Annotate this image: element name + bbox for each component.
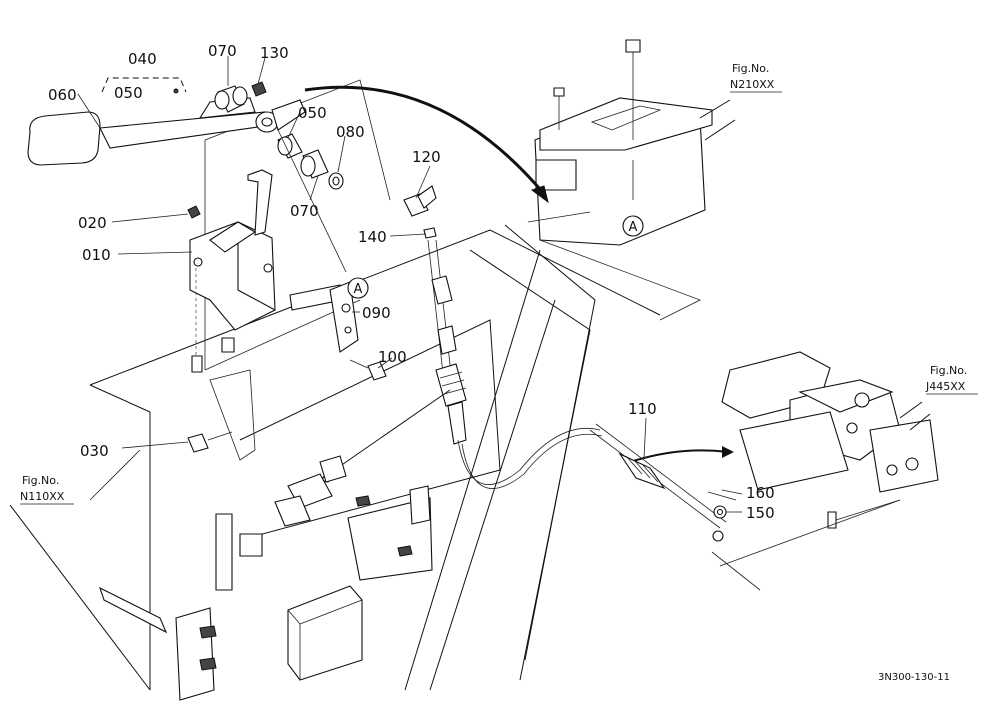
box-lower bbox=[287, 585, 363, 681]
nut-020 bbox=[187, 205, 201, 219]
chassis-outline bbox=[9, 79, 701, 691]
bushings-top bbox=[214, 81, 347, 273]
bolts bbox=[187, 359, 387, 453]
console-n210 bbox=[527, 39, 736, 246]
part-label-050a: 050 bbox=[114, 84, 143, 102]
part-label-030: 030 bbox=[80, 442, 109, 460]
part-label-060: 060 bbox=[48, 86, 77, 104]
part-label-150: 150 bbox=[746, 504, 775, 522]
part-label-120: 120 bbox=[412, 148, 441, 166]
cable-assembly bbox=[318, 185, 603, 489]
valve-block-j445 bbox=[719, 351, 939, 567]
figure-ref-j445: Fig.No. J445XX bbox=[925, 364, 978, 395]
cable-110 bbox=[589, 423, 761, 591]
part-label-070a: 070 bbox=[208, 42, 237, 60]
bracket-010 bbox=[187, 169, 359, 373]
bracket-upright bbox=[247, 169, 273, 236]
ref-mark-a-left: A bbox=[347, 277, 369, 299]
cable-run bbox=[457, 428, 601, 485]
part-label-040: 040 bbox=[128, 50, 157, 68]
part-label-020: 020 bbox=[78, 214, 107, 232]
part-label-100: 100 bbox=[378, 348, 407, 366]
svg-text:Fig.No.: Fig.No. bbox=[732, 62, 769, 75]
leader-lines bbox=[77, 56, 743, 513]
part-label-090: 090 bbox=[362, 304, 391, 322]
assembly-bracket-040 bbox=[101, 77, 187, 93]
block-090 bbox=[329, 281, 359, 353]
part-label-010: 010 bbox=[82, 246, 111, 264]
svg-text:N110XX: N110XX bbox=[20, 490, 65, 503]
svg-text:J445XX: J445XX bbox=[925, 380, 966, 393]
plate-right bbox=[347, 497, 433, 581]
drawing-code: 3N300-130-11 bbox=[878, 672, 950, 683]
part-label-130: 130 bbox=[260, 44, 289, 62]
figure-ref-n210: Fig.No. N210XX bbox=[730, 62, 782, 93]
part-labels: 040 050 060 070 130 050 080 070 020 010 … bbox=[48, 42, 775, 522]
screw-top bbox=[625, 39, 641, 53]
part-label-080: 080 bbox=[336, 123, 365, 141]
handle-lower bbox=[99, 586, 168, 634]
svg-text:N210XX: N210XX bbox=[730, 78, 775, 91]
part-label-050b: 050 bbox=[298, 104, 327, 122]
linkage-parts bbox=[99, 455, 433, 701]
part-label-110: 110 bbox=[628, 400, 657, 418]
part-label-140: 140 bbox=[358, 228, 387, 246]
arrow-to-valve bbox=[629, 449, 729, 463]
part-label-160: 160 bbox=[746, 484, 775, 502]
ref-mark-a-right: A bbox=[622, 215, 644, 237]
svg-text:Fig.No.: Fig.No. bbox=[930, 364, 967, 377]
lever-grip bbox=[27, 111, 101, 166]
svg-text:Fig.No.: Fig.No. bbox=[22, 474, 59, 487]
svg-text:A: A bbox=[354, 282, 363, 297]
arrow-to-console bbox=[304, 85, 547, 196]
lever-assembly bbox=[27, 77, 306, 166]
figure-ref-n110: Fig.No. N110XX bbox=[20, 474, 74, 505]
lever-arm bbox=[99, 111, 273, 149]
flow-arrows bbox=[304, 85, 734, 463]
part-label-070b: 070 bbox=[290, 202, 319, 220]
svg-text:A: A bbox=[629, 220, 638, 235]
